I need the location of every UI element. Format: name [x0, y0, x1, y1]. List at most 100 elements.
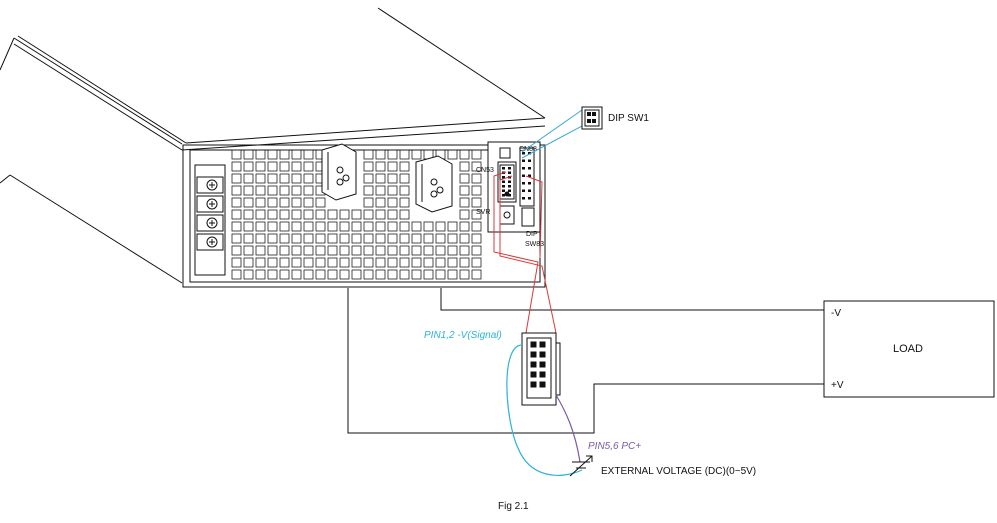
- vent-slot: [303, 233, 314, 244]
- vent-slot: [291, 209, 302, 220]
- vent-slot: [231, 209, 242, 220]
- vent-slot: [459, 173, 470, 184]
- vent-slot: [231, 173, 242, 184]
- vent-slot: [327, 209, 338, 220]
- vent-slot: [351, 221, 362, 232]
- vent-slot: [255, 209, 266, 220]
- vent-slot: [231, 257, 242, 268]
- vent-slot: [243, 209, 254, 220]
- vent-slot: [255, 245, 266, 256]
- adjustable-voltage-source-icon: [569, 455, 593, 477]
- dip-sw1-callout: [521, 106, 603, 159]
- vent-slot: [303, 149, 314, 160]
- vent-slot: [459, 245, 470, 256]
- vent-slot: [267, 269, 278, 280]
- vent-slot: [375, 257, 386, 268]
- vent-slot: [243, 233, 254, 244]
- vent-slot: [399, 257, 410, 268]
- vent-slot: [255, 233, 266, 244]
- external-voltage-label: EXTERNAL VOLTAGE (DC)(0~5V): [601, 466, 756, 477]
- vent-slot: [231, 185, 242, 196]
- vent-grid: [231, 149, 482, 280]
- vent-slot: [363, 149, 374, 160]
- vent-slot: [387, 257, 398, 268]
- vent-slot: [267, 161, 278, 172]
- vent-slot: [315, 233, 326, 244]
- connector-pin: [502, 176, 505, 179]
- vent-slot: [243, 245, 254, 256]
- vent-slot: [279, 233, 290, 244]
- vent-slot: [291, 233, 302, 244]
- connector-pin: [528, 182, 531, 185]
- vent-slot: [363, 257, 374, 268]
- vent-slot: [339, 245, 350, 256]
- vent-slot: [471, 269, 482, 280]
- vent-slot: [231, 161, 242, 172]
- vent-slot: [243, 269, 254, 280]
- vent-slot: [411, 257, 422, 268]
- vent-slot: [471, 257, 482, 268]
- vent-slot: [459, 269, 470, 280]
- connector-pin: [508, 189, 511, 192]
- vent-slot: [459, 149, 470, 160]
- connector-pin: [522, 182, 525, 185]
- vent-slot: [303, 161, 314, 172]
- output-terminal-brackets: [321, 143, 453, 213]
- vent-slot: [375, 245, 386, 256]
- vent-slot: [243, 161, 254, 172]
- vent-slot: [255, 269, 266, 280]
- vent-slot: [363, 221, 374, 232]
- dip-sw1-label: DIP SW1: [608, 113, 649, 124]
- vent-slot: [303, 173, 314, 184]
- vent-slot: [363, 245, 374, 256]
- vent-slot: [315, 269, 326, 280]
- figure-caption: Fig 2.1: [498, 501, 529, 512]
- vent-slot: [423, 221, 434, 232]
- vent-slot: [363, 209, 374, 220]
- connector-pin: [528, 167, 531, 170]
- connector-pin: [522, 152, 525, 155]
- connector-pin: [508, 180, 511, 183]
- vent-slot: [351, 245, 362, 256]
- vent-slot: [387, 209, 398, 220]
- vent-slot: [279, 269, 290, 280]
- vent-slot: [339, 257, 350, 268]
- vent-slot: [255, 221, 266, 232]
- vent-slot: [411, 233, 422, 244]
- vent-slot: [399, 185, 410, 196]
- minus-v-label: -V: [831, 308, 841, 319]
- vent-slot: [447, 221, 458, 232]
- vent-slot: [411, 221, 422, 232]
- vent-slot: [399, 221, 410, 232]
- vent-slot: [471, 173, 482, 184]
- vent-slot: [363, 269, 374, 280]
- vent-slot: [471, 233, 482, 244]
- connector-pin: [528, 174, 531, 177]
- vent-slot: [279, 149, 290, 160]
- vent-slot: [327, 257, 338, 268]
- vent-slot: [411, 245, 422, 256]
- vent-slot: [459, 185, 470, 196]
- vent-slot: [291, 269, 302, 280]
- vent-slot: [243, 185, 254, 196]
- vent-slot: [459, 233, 470, 244]
- vent-slot: [243, 197, 254, 208]
- vent-slot: [291, 257, 302, 268]
- vent-slot: [459, 161, 470, 172]
- vent-slot: [303, 185, 314, 196]
- vent-slot: [315, 257, 326, 268]
- vent-slot: [231, 245, 242, 256]
- vent-slot: [387, 173, 398, 184]
- vent-slot: [471, 161, 482, 172]
- vent-slot: [387, 149, 398, 160]
- vent-slot: [315, 197, 326, 208]
- pin12-label: PIN1,2 -V(Signal): [424, 330, 502, 341]
- vent-slot: [387, 245, 398, 256]
- vent-slot: [375, 173, 386, 184]
- vent-slot: [303, 209, 314, 220]
- vent-slot: [339, 269, 350, 280]
- vent-slot: [399, 197, 410, 208]
- vent-slot: [303, 245, 314, 256]
- connector-pin: [528, 159, 531, 162]
- vent-slot: [291, 221, 302, 232]
